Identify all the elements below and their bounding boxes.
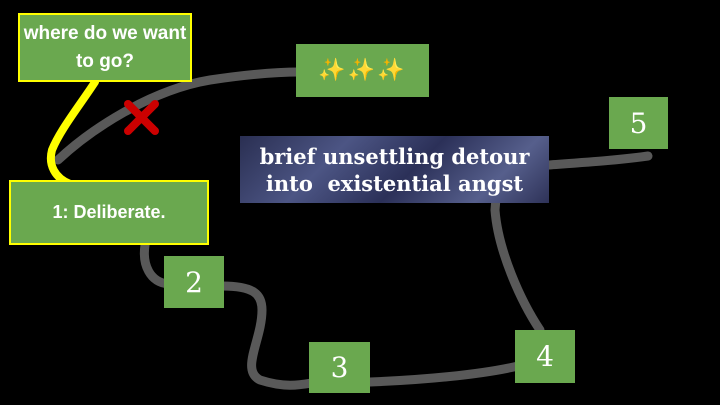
step-4-label: 4 (536, 340, 554, 373)
step-5-box: 5 (609, 97, 668, 149)
step-2-box: 2 (164, 256, 224, 308)
x-mark-icon (124, 100, 159, 135)
highlight-path (47, 78, 99, 188)
step-5-label: 5 (629, 106, 648, 140)
detour-line-1: brief unsettling detour (259, 143, 530, 169)
sparkles-box: ✨✨✨ (296, 44, 429, 97)
question-text: where do we want to go? (23, 22, 187, 72)
step-3-label: 3 (330, 351, 349, 384)
path-main (139, 151, 653, 390)
step-4-box: 4 (515, 330, 575, 383)
step-1-box: 1: Deliberate. (9, 180, 209, 245)
step-1-label: 1: Deliberate. (52, 202, 166, 222)
sparkles-icon: ✨✨✨ (318, 58, 407, 83)
question-box: where do we want to go? (18, 13, 192, 82)
step-2-label: 2 (185, 265, 203, 299)
path-to-sparkles (53, 67, 305, 165)
detour-box: brief unsettling detour into existential… (240, 136, 549, 203)
detour-line-2: into existential angst (265, 170, 524, 196)
step-3-box: 3 (309, 342, 370, 393)
